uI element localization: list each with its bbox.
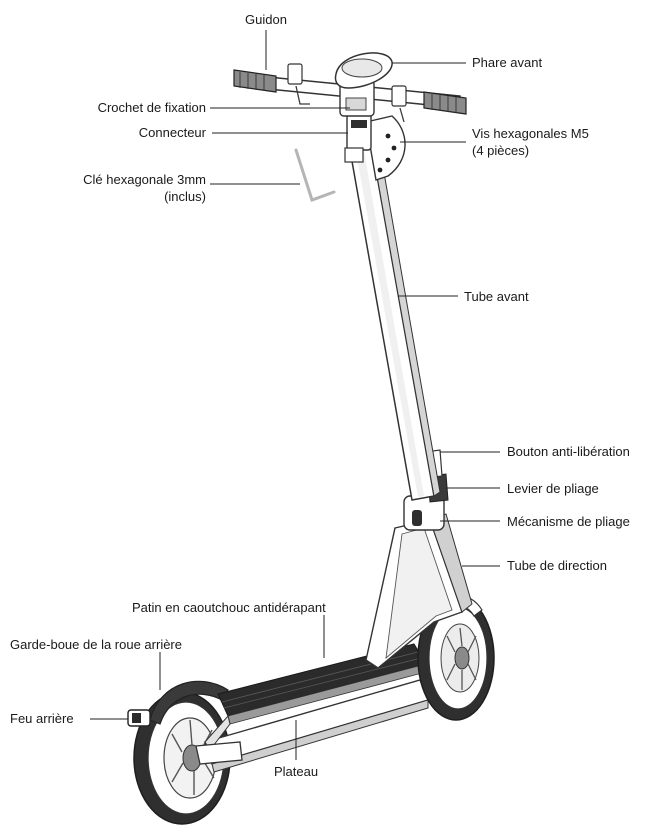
steering-tube bbox=[365, 513, 473, 669]
label-crochet: Crochet de fixation bbox=[97, 100, 206, 115]
front-tube bbox=[349, 147, 441, 501]
label-cle-line1: Clé hexagonale 3mm bbox=[83, 172, 206, 187]
label-garde-boue: Garde-boue de la roue arrière bbox=[10, 637, 182, 652]
label-connecteur: Connecteur bbox=[138, 125, 206, 140]
front-wheel bbox=[417, 592, 495, 721]
label-tube-direction: Tube de direction bbox=[507, 558, 607, 573]
label-vis-line1: Vis hexagonales M5 bbox=[472, 126, 589, 141]
label-cle-line2: (inclus) bbox=[164, 189, 206, 204]
leader-lines bbox=[90, 30, 500, 760]
connector bbox=[344, 113, 372, 163]
handlebar bbox=[233, 63, 467, 123]
label-patin: Patin en caoutchouc antidérapant bbox=[132, 600, 326, 615]
label-phare-avant: Phare avant bbox=[472, 55, 543, 70]
label-mecanisme: Mécanisme de pliage bbox=[507, 514, 630, 529]
label-guidon: Guidon bbox=[245, 12, 287, 27]
headlight bbox=[334, 52, 393, 89]
label-bouton: Bouton anti-libération bbox=[507, 444, 630, 459]
clamp-bracket bbox=[365, 115, 406, 181]
label-vis-line2: (4 pièces) bbox=[472, 143, 530, 158]
label-tube-avant: Tube avant bbox=[464, 289, 529, 304]
label-feu: Feu arrière bbox=[10, 711, 74, 726]
label-levier: Levier de pliage bbox=[507, 481, 599, 496]
rear-light bbox=[127, 709, 151, 727]
label-plateau: Plateau bbox=[273, 764, 319, 779]
hex-key bbox=[294, 148, 336, 202]
deck bbox=[195, 643, 429, 773]
